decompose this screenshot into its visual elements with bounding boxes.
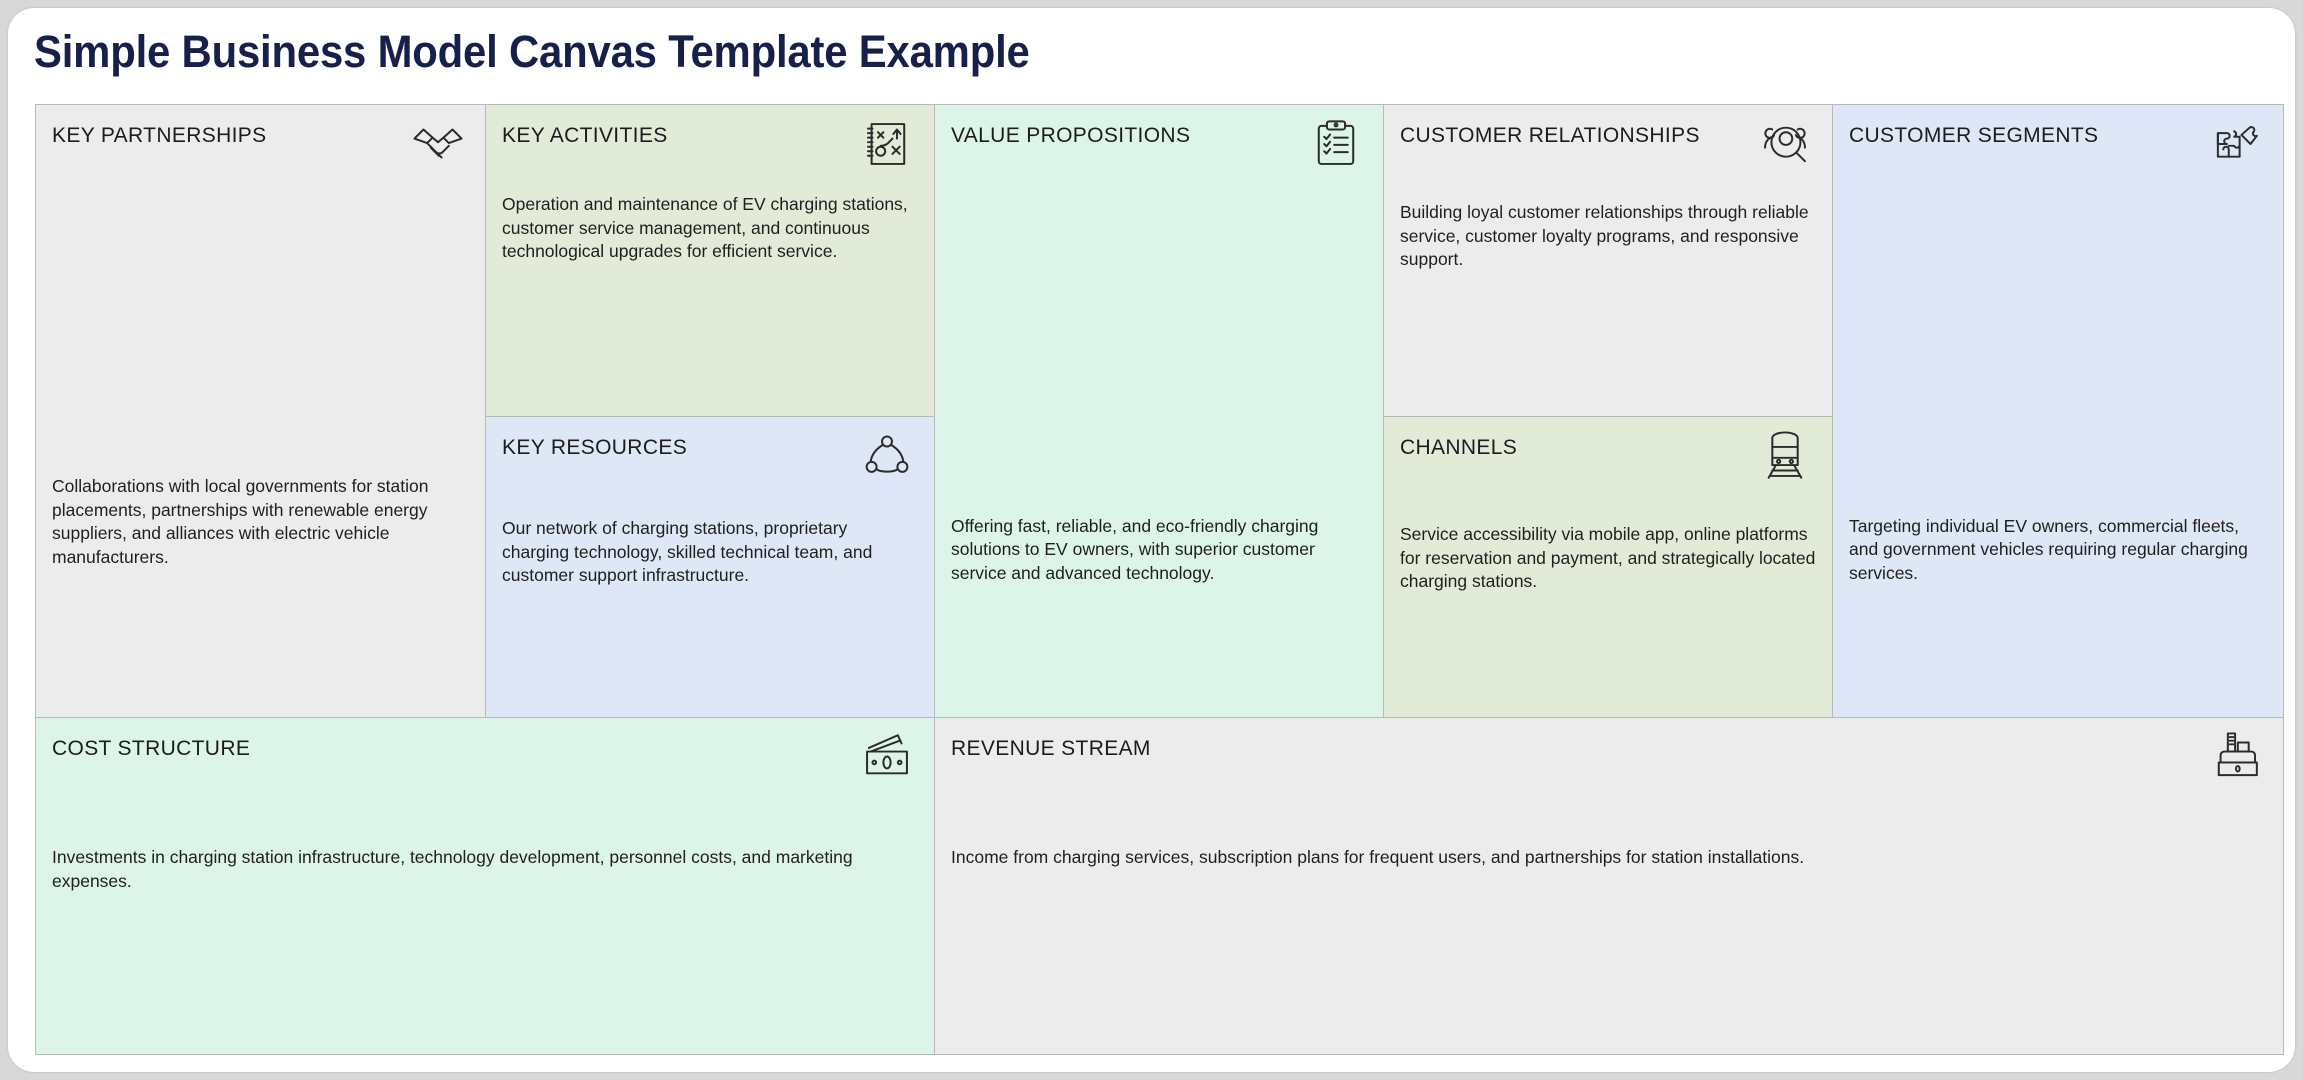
block-header: KEY PARTNERSHIPS (52, 123, 469, 181)
block-title: KEY PARTNERSHIPS (52, 124, 267, 147)
block-title: CUSTOMER SEGMENTS (1849, 124, 2099, 147)
block-title: VALUE PROPOSITIONS (951, 124, 1191, 147)
block-customer-relationships[interactable]: CUSTOMER RELATIONSHIPS Buildin (1384, 105, 1833, 417)
puzzle-pieces-icon (2207, 115, 2265, 173)
block-key-activities[interactable]: KEY ACTIVITIES Operation and m (486, 105, 935, 417)
block-body: Our network of charging stations, propri… (502, 518, 873, 585)
block-customer-segments[interactable]: CUSTOMER SEGMENTS Targeting individual E… (1833, 105, 2283, 718)
block-title: CUSTOMER RELATIONSHIPS (1400, 124, 1700, 147)
handshake-icon (409, 115, 467, 173)
cash-register-icon (2207, 728, 2265, 786)
page-title: Simple Business Model Canvas Template Ex… (34, 26, 1030, 77)
canvas-card: Simple Business Model Canvas Template Ex… (8, 8, 2295, 1072)
block-header: VALUE PROPOSITIONS (951, 120, 1367, 181)
block-header: CHANNELS (1400, 431, 1816, 493)
block-title: KEY ACTIVITIES (502, 124, 668, 147)
block-title: COST STRUCTURE (52, 737, 251, 760)
block-value-propositions[interactable]: VALUE PROPOSITIONS Offering fa (935, 105, 1384, 718)
block-channels[interactable]: CHANNELS Service accessibility (1384, 417, 1833, 718)
customer-search-icon (1756, 115, 1814, 173)
block-title: KEY RESOURCES (502, 436, 688, 459)
block-body: Building loyal customer relationships th… (1400, 202, 1809, 269)
clipboard-checklist-icon (1307, 115, 1365, 173)
business-model-canvas-grid: KEY PARTNERSHIPS (35, 104, 2284, 1055)
block-header: KEY ACTIVITIES (502, 123, 918, 181)
block-revenue-stream[interactable]: REVENUE STREAM Income from charging serv… (935, 718, 2283, 1054)
strategy-notepad-icon (858, 115, 916, 173)
block-title: CHANNELS (1400, 436, 1518, 459)
block-body: Targeting individual EV owners, commerci… (1849, 515, 2248, 583)
train-icon (1756, 427, 1814, 485)
block-header: CUSTOMER RELATIONSHIPS (1400, 123, 1816, 181)
block-body: Operation and maintenance of EV charging… (502, 194, 908, 261)
block-title: REVENUE STREAM (951, 737, 1151, 760)
block-header: CUSTOMER SEGMENTS (1849, 123, 2267, 181)
title-bar: Simple Business Model Canvas Template Ex… (8, 8, 2295, 96)
block-header: REVENUE STREAM (951, 732, 2267, 794)
block-body: Collaborations with local governments fo… (52, 476, 429, 567)
block-body: Investments in charging station infrastr… (52, 847, 853, 891)
block-header: COST STRUCTURE (52, 734, 918, 794)
block-body: Offering fast, reliable, and eco-friendl… (951, 515, 1319, 583)
banknotes-icon (858, 728, 916, 786)
block-header: KEY RESOURCES (502, 435, 918, 493)
network-nodes-icon (858, 427, 916, 485)
block-key-partnerships[interactable]: KEY PARTNERSHIPS (36, 105, 486, 718)
block-cost-structure[interactable]: COST STRUCTURE Investments in charging s… (36, 718, 935, 1054)
block-body: Service accessibility via mobile app, on… (1400, 524, 1816, 591)
block-key-resources[interactable]: KEY RESOURCES Our network of charging st… (486, 417, 935, 718)
block-body: Income from charging services, subscript… (951, 847, 1805, 867)
